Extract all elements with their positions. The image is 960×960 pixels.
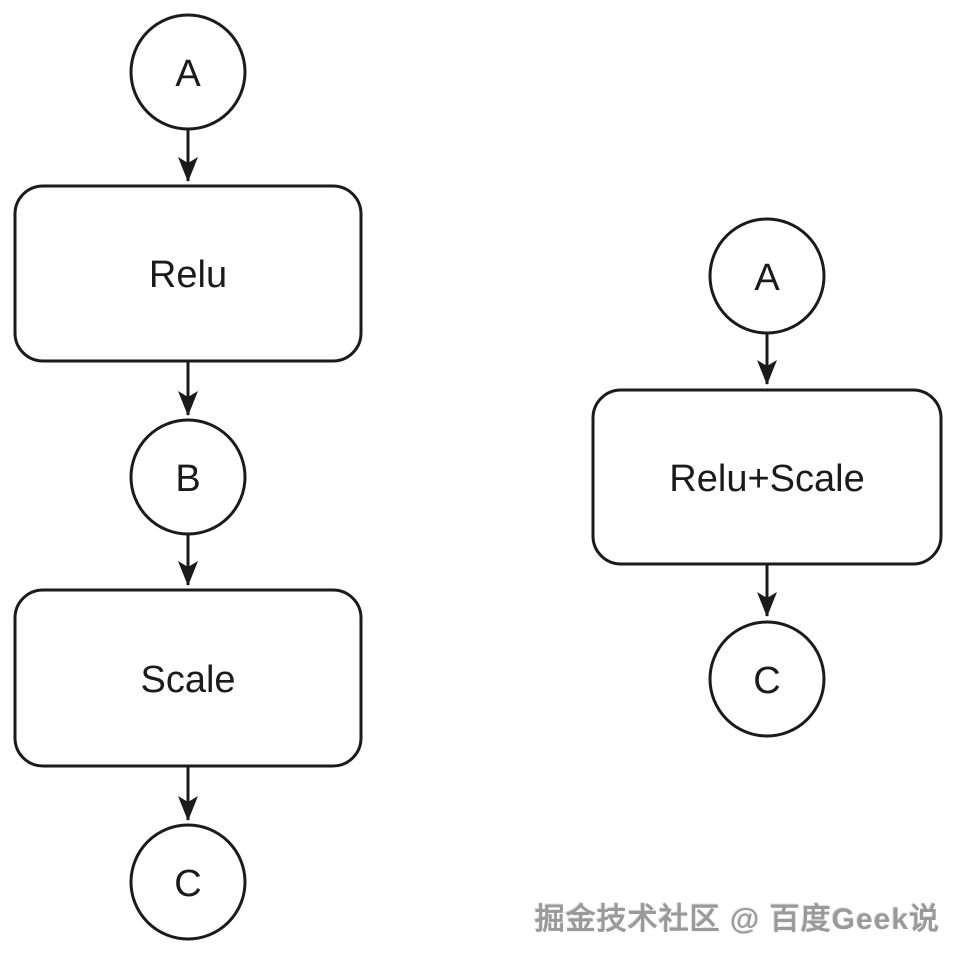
relu-scale-box-label: Relu+Scale <box>669 458 864 500</box>
fused-input-node-label: A <box>754 257 780 299</box>
fused-output-node-circle <box>708 620 826 738</box>
separate-input-node-label: A <box>175 53 201 95</box>
separate-pipeline: A Relu B Scale C <box>13 13 363 941</box>
relu-box-label: Relu <box>149 254 227 296</box>
separate-output-node-circle <box>129 823 247 941</box>
separate-intermediate-node-label: B <box>175 458 200 500</box>
scale-box-label: Scale <box>140 659 235 701</box>
watermark-text: 掘金技术社区 @ 百度Geek说 <box>534 903 940 936</box>
separate-output-node-label: C <box>174 863 201 905</box>
fused-pipeline: A Relu+Scale C <box>591 217 943 738</box>
fused-output-node-label: C <box>753 660 780 702</box>
